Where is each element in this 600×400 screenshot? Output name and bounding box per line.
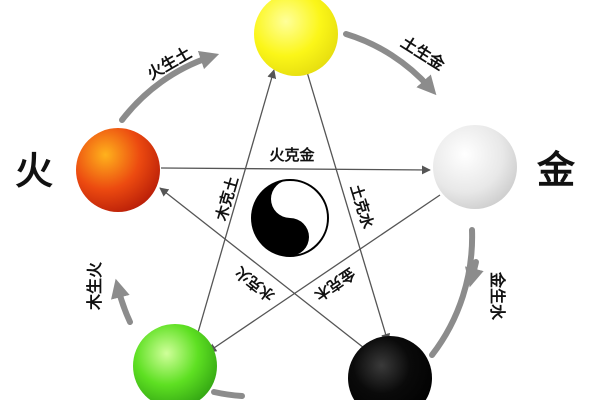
label-wood-generates-fire: 木生火 (85, 261, 104, 311)
label-water-overcomes-fire: 水克火 (231, 262, 278, 305)
fire-circle (76, 128, 160, 212)
generating-cycle (111, 31, 484, 399)
label-fire-overcomes-metal: 火克金 (269, 146, 315, 164)
yin-yang-icon (251, 179, 329, 257)
earth-circle (254, 0, 338, 76)
line-fire-to-metal (160, 165, 431, 175)
fire-name: 火 (15, 149, 53, 193)
water-circle (348, 336, 432, 400)
metal-name: 金 (536, 148, 576, 192)
line-earth-to-water (306, 71, 391, 343)
wood-circle (133, 324, 217, 400)
arc-wood-to-fire (111, 278, 133, 325)
arc-earth-to-metal (343, 31, 437, 96)
label-earth-overcomes-water: 土克水 (347, 182, 378, 231)
line-metal-to-wood (207, 194, 441, 353)
arc-water-to-wood-lower (211, 389, 245, 399)
overcoming-star (159, 69, 441, 353)
label-wood-overcomes-earth: 木克土 (212, 175, 242, 224)
arc-metal-to-water-head (465, 259, 484, 288)
arc-metal-to-water (429, 227, 476, 358)
metal-circle (433, 125, 517, 209)
line-wood-to-earth (196, 69, 277, 337)
line-water-to-fire (159, 187, 365, 349)
label-metal-overcomes-wood: 金克木 (310, 264, 359, 305)
arc-fire-to-earth (119, 50, 220, 123)
label-metal-generates-water: 金生水 (488, 271, 507, 321)
